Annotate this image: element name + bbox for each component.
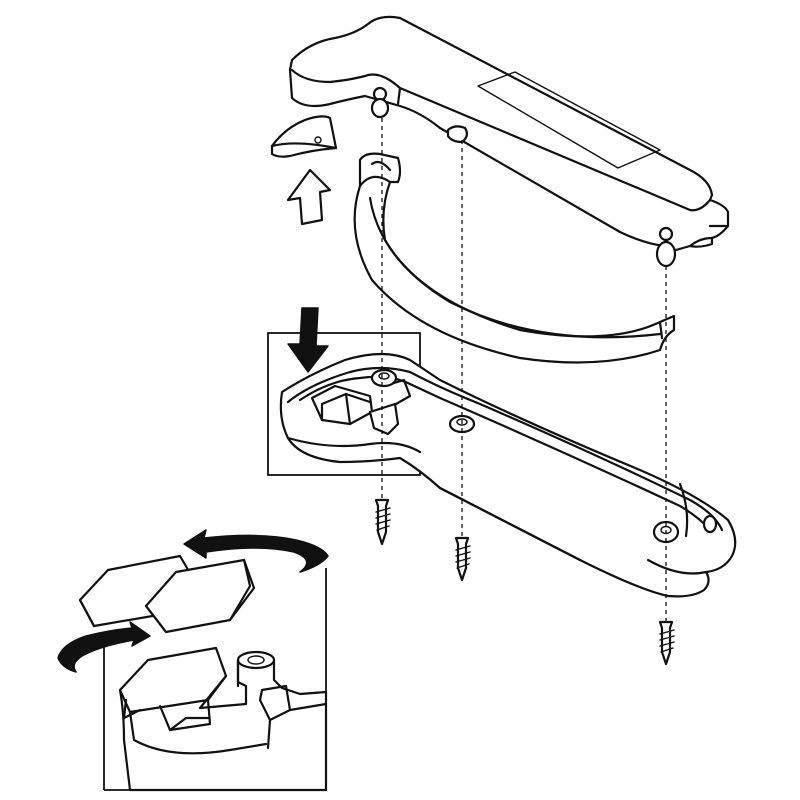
hex-block-right: [144, 558, 256, 634]
band-strap: [353, 152, 676, 364]
screw-3: [658, 620, 675, 666]
clip-piece: [270, 115, 338, 158]
top-cover: [288, 15, 730, 252]
rotate-arrow-bottom: [57, 621, 151, 673]
cover-peg-left: [370, 86, 390, 119]
cover-peg-right: [655, 226, 677, 268]
base-frame: [279, 352, 737, 598]
screw-2: [454, 536, 471, 582]
alignment-lines: [381, 118, 667, 622]
screw-1: [374, 498, 391, 546]
rotate-arrow-top: [183, 529, 329, 573]
detail-base-part: [118, 646, 328, 792]
up-arrow: [286, 168, 332, 226]
down-arrow: [287, 307, 329, 373]
